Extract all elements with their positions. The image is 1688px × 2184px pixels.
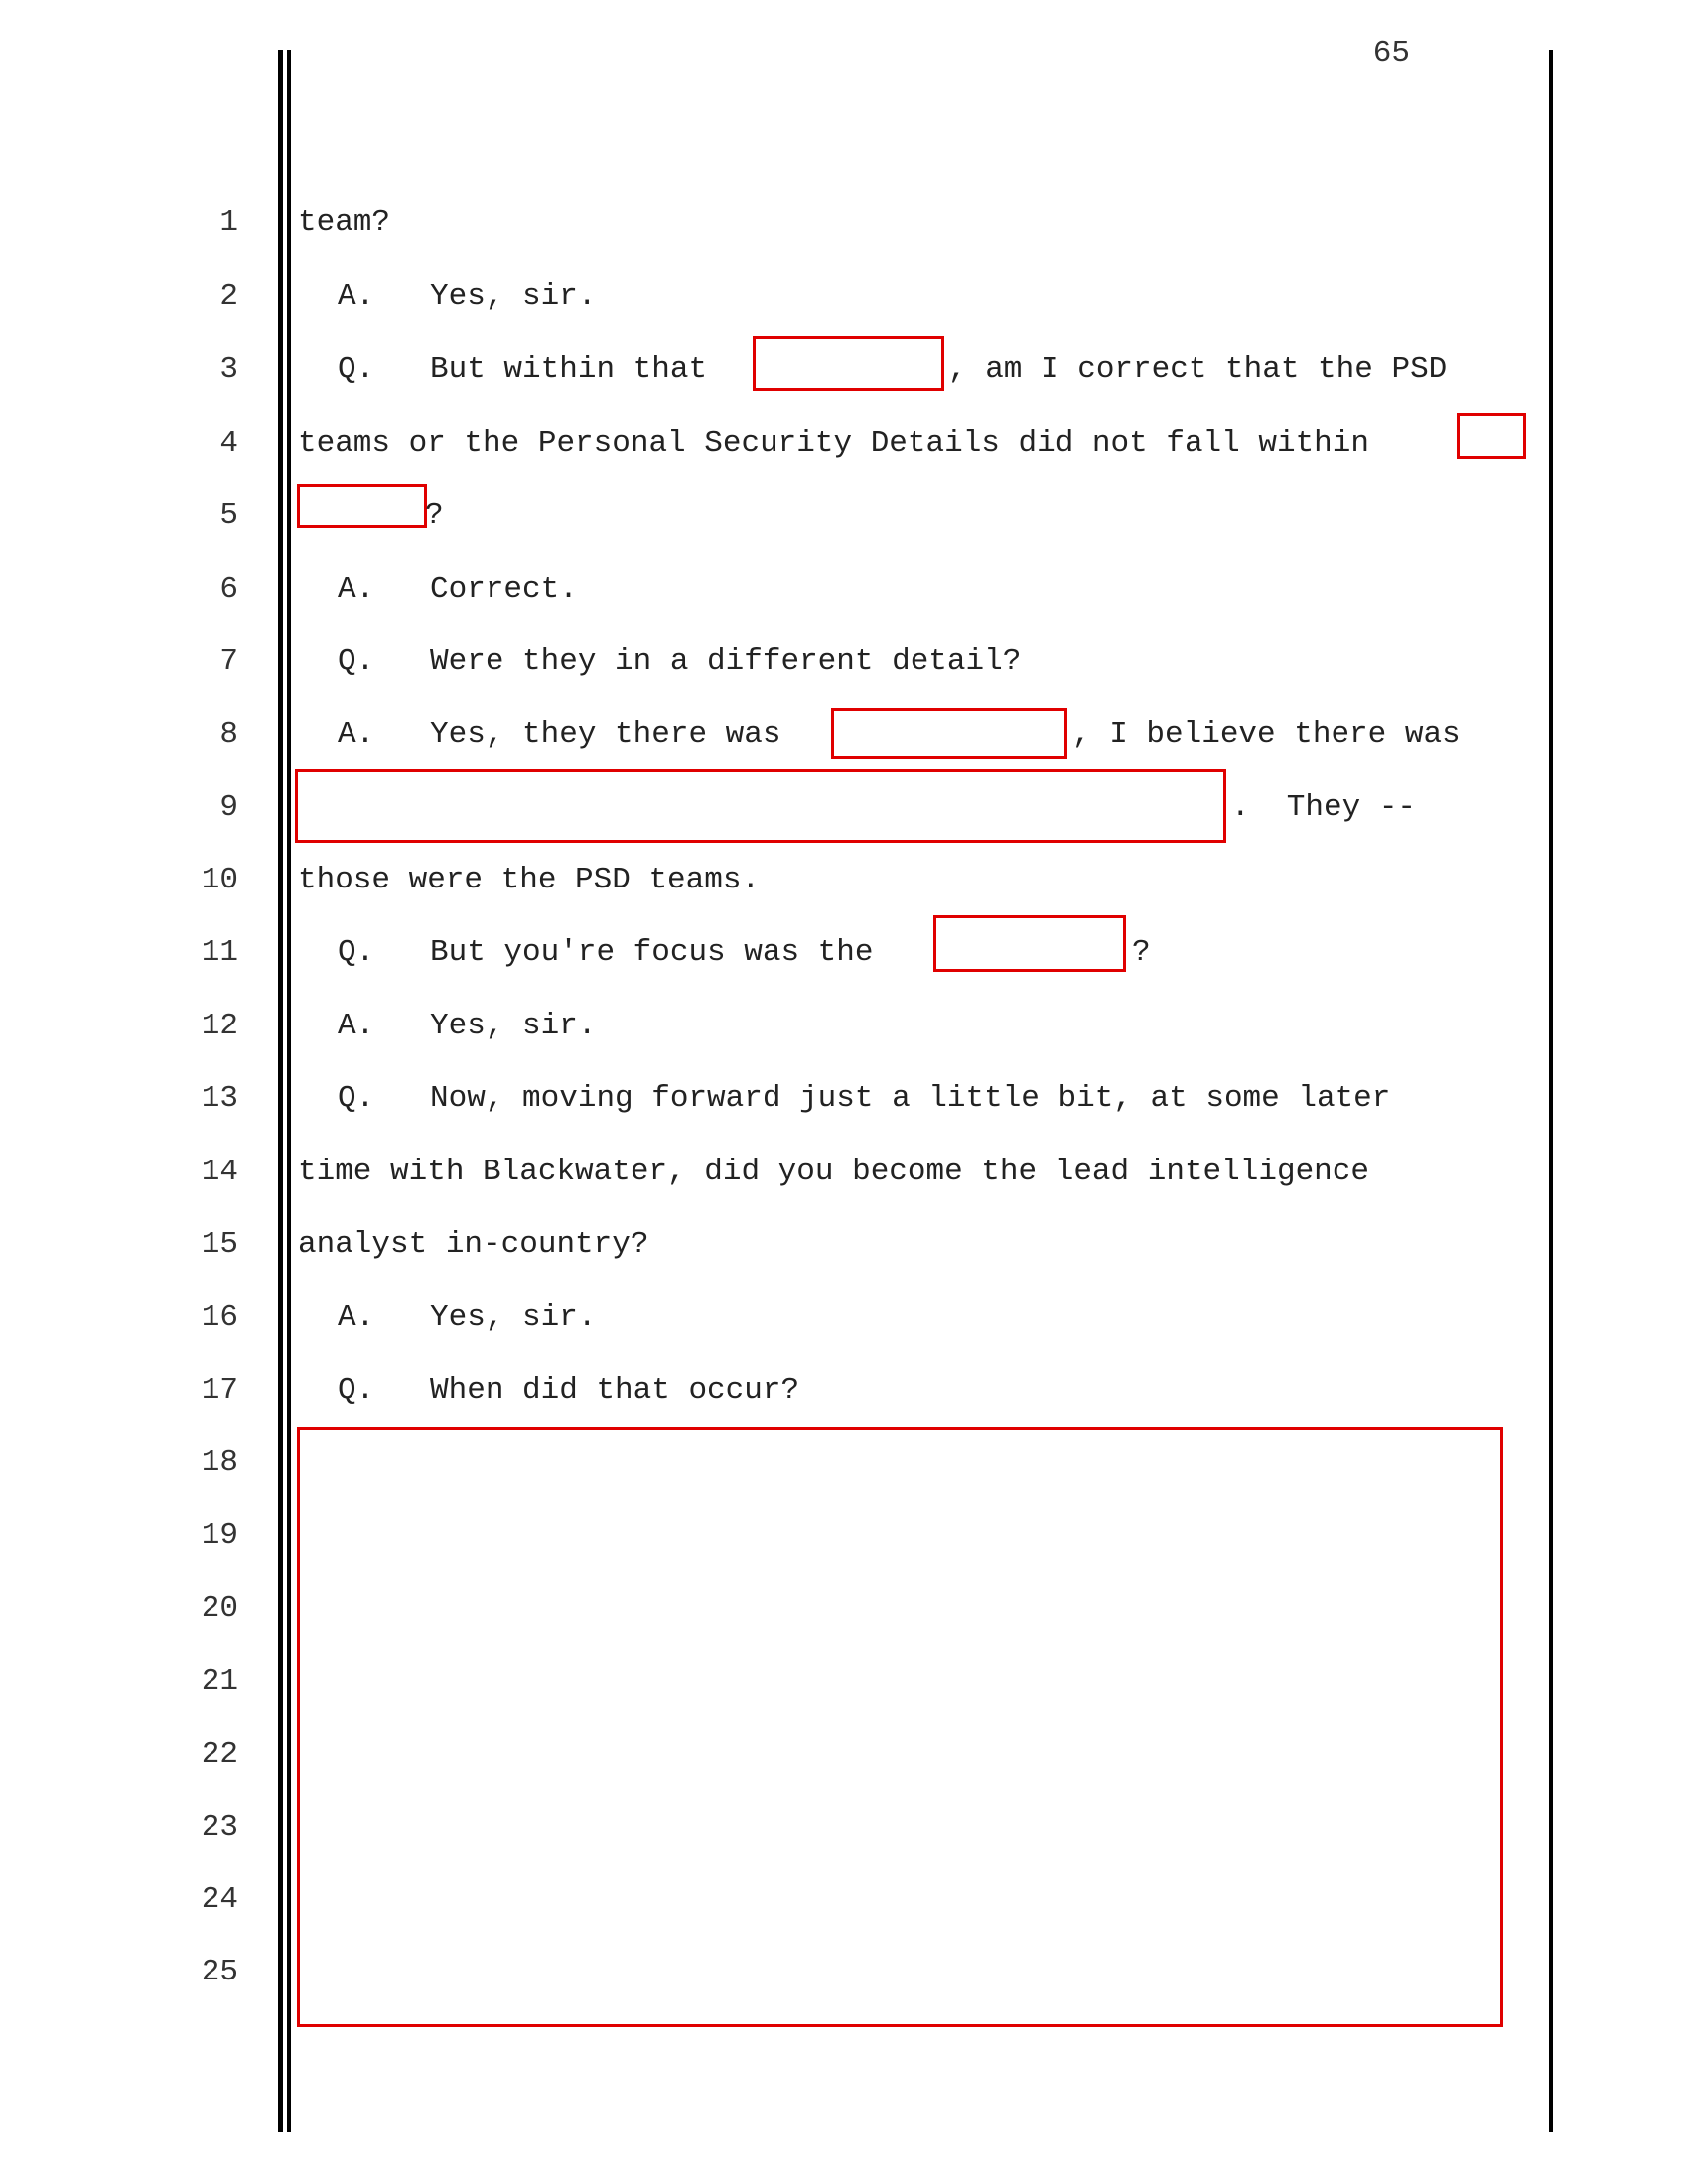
line-number: 15 [201, 1227, 238, 1262]
line-number: 20 [201, 1591, 238, 1626]
redaction-box [1457, 413, 1526, 459]
transcript-line: A. Yes, sir. [338, 279, 597, 314]
line-number: 23 [201, 1810, 238, 1844]
line-number: 16 [201, 1300, 238, 1335]
left-margin-rule-inner [287, 50, 291, 2132]
redaction-box [831, 708, 1067, 759]
redaction-box [297, 484, 427, 528]
redaction-block [297, 1427, 1503, 2027]
line-number: 11 [201, 935, 238, 970]
transcript-line: analyst in-country? [298, 1227, 649, 1262]
line-number: 24 [201, 1882, 238, 1917]
line-number: 14 [201, 1155, 238, 1189]
transcript-line: team? [298, 205, 391, 240]
line-number: 13 [201, 1081, 238, 1116]
transcript-line: . They -- [1231, 790, 1417, 825]
line-number: 18 [201, 1445, 238, 1480]
line-number: 5 [219, 498, 238, 533]
transcript-line: Q. But you're focus was the [338, 935, 874, 970]
transcript-line: ? [1132, 935, 1151, 970]
line-number: 22 [201, 1737, 238, 1772]
transcript-line: Q. Were they in a different detail? [338, 644, 1022, 679]
transcript-line: ? [425, 498, 444, 533]
transcript-line: Q. But within that [338, 352, 708, 387]
line-number: 7 [219, 644, 238, 679]
line-number: 4 [219, 426, 238, 461]
transcript-line: , am I correct that the PSD [948, 352, 1448, 387]
line-number: 25 [201, 1955, 238, 1989]
transcript-line: , I believe there was [1072, 717, 1461, 751]
line-number: 9 [219, 790, 238, 825]
page-number: 65 [1372, 36, 1410, 70]
transcript-line: time with Blackwater, did you become the… [298, 1155, 1369, 1189]
transcript-line: A. Correct. [338, 572, 578, 607]
transcript-line: teams or the Personal Security Details d… [298, 426, 1369, 461]
line-number: 17 [201, 1373, 238, 1408]
line-number: 6 [219, 572, 238, 607]
transcript-line: Q. When did that occur? [338, 1373, 800, 1408]
transcript-line: A. Yes, they there was [338, 717, 781, 751]
right-margin-rule [1549, 50, 1553, 2132]
line-number: 10 [201, 863, 238, 897]
redaction-box [933, 915, 1126, 972]
transcript-line: A. Yes, sir. [338, 1300, 597, 1335]
line-number: 2 [219, 279, 238, 314]
transcript-line: Q. Now, moving forward just a little bit… [338, 1081, 1391, 1116]
line-number: 12 [201, 1009, 238, 1043]
line-number: 3 [219, 352, 238, 387]
redaction-box [753, 336, 944, 391]
line-number: 19 [201, 1518, 238, 1553]
line-number: 1 [219, 205, 238, 240]
transcript-line: those were the PSD teams. [298, 863, 761, 897]
left-margin-rule-outer [278, 50, 283, 2132]
line-number: 8 [219, 717, 238, 751]
redaction-box [295, 769, 1226, 843]
line-number: 21 [201, 1664, 238, 1699]
transcript-line: A. Yes, sir. [338, 1009, 597, 1043]
